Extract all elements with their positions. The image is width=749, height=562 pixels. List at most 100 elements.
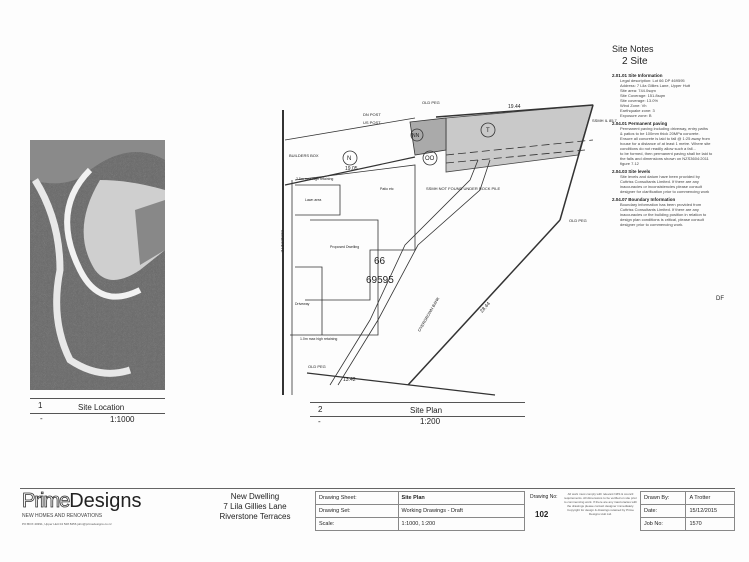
dimension-lot-n: 19.05: [345, 166, 358, 172]
drawing-no-value: 102: [535, 510, 549, 519]
us-post-label: US POST: [363, 120, 381, 125]
lot-nn-label: NN: [412, 133, 420, 139]
old-peg-label: OLD PEG: [569, 218, 587, 223]
scale-value: 1:1000, 1:200: [397, 517, 526, 531]
drawing-set-label: Drawing Set:: [315, 504, 399, 518]
date-label: Date:: [639, 504, 687, 518]
dp-number: 69595: [366, 275, 394, 286]
site-note-line: Permanent paving including driveway, ent…: [620, 126, 708, 131]
drawn-by-table: Drawn By:A Trotter Date:15/12/2015 Job N…: [639, 491, 735, 531]
logo-prime: Prime: [22, 490, 71, 513]
site-note-line: Legal description: Lot 66 DP 469595: [620, 78, 685, 83]
site-notes: Site Notes 2 Site 2.01.01 Site Informati…: [612, 44, 742, 230]
job-no-label: Job No:: [639, 517, 687, 531]
site-location-title-line: [30, 398, 165, 399]
site-location-title: Site Location: [78, 403, 125, 412]
site-plan-drawing: N NN OO T 66 69595 Proposed Dwelling Dri…: [280, 100, 724, 396]
project-title: New Dwelling: [230, 492, 280, 501]
site-note-heading: 2.01.01 Site Information: [612, 73, 663, 78]
site-location-marker: -: [40, 414, 43, 423]
site-note-line: Site Coverage: 151.8sqm: [620, 93, 666, 98]
road-label: CONCRETE: [280, 230, 285, 253]
df-label: DF: [716, 296, 724, 302]
ssmh-label: SSMH NOT FOUND UNDER ROCK PILE: [426, 186, 500, 191]
disclaimer-text: All work must comply with relevant NZS &…: [563, 492, 638, 516]
dimension-diagonal: 28.44: [479, 301, 492, 314]
dimension-bottom: 13.42: [343, 377, 356, 383]
site-note-line: inaccuracies or the building position in…: [620, 212, 707, 217]
site-note-heading: 2.04.01 Permanent paving: [612, 121, 668, 126]
drawing-set-value: Working Drawings - Draft: [397, 504, 526, 518]
site-plan-divider: [310, 416, 525, 417]
site-note-line: Site area: 744.0sqm: [620, 88, 656, 93]
title-block-top-line: [20, 488, 735, 489]
site-note-line: Site levels and datum have been provided…: [620, 174, 700, 179]
date-value: 15/12/2015: [685, 504, 735, 518]
driveway-label: Driveway: [295, 302, 310, 306]
site-note-line: to be formed, then permanent paving shal…: [620, 151, 713, 156]
logo-designs: Designs: [69, 490, 142, 512]
site-plan-scale: 1:200: [420, 417, 441, 426]
site-note-line: designer for clarification prior to comm…: [620, 189, 710, 194]
company-logo: PrimeDesigns NEW HOMES AND RENOVATIONS P…: [22, 490, 182, 526]
lawn-area-label: Lawn area: [305, 198, 321, 202]
site-note-line: Wind Zone: Vh: [620, 103, 647, 108]
patio-label: Patio etc: [380, 187, 394, 191]
site-plan-title-line: [310, 402, 525, 403]
site-note-line: Address: 7 Lila Gillies Lane, Upper Hutt: [620, 83, 691, 88]
drawn-by-label: Drawn By:: [639, 491, 687, 505]
site-note-line: Cuttriss Consultants Limited. If there a…: [620, 179, 699, 184]
site-note-line: designer prior to commencing work.: [620, 222, 684, 227]
logo-tagline: NEW HOMES AND RENOVATIONS: [22, 513, 103, 519]
site-note-line: figure 7.12: [620, 161, 639, 166]
site-notes-title: Site Notes: [612, 44, 654, 54]
proposed-dwelling-label: Proposed Dwelling: [330, 245, 359, 249]
old-peg-label: OLD PEG: [308, 364, 326, 369]
lot-oo-label: OO: [425, 156, 435, 162]
site-note-heading: 2.04.07 Boundary Information: [612, 197, 676, 202]
lot-n-label: N: [347, 156, 351, 162]
site-note-line: Exposure zone: B: [620, 113, 652, 118]
drawn-by-value: A Trotter: [685, 491, 735, 505]
site-notes-subtitle: 2 Site: [622, 56, 648, 67]
overgrown-bank-label: OVERGROWN BANK: [417, 296, 441, 333]
ssmh-il-label: SSMH IL 85.7: [592, 118, 618, 123]
aerial-photo: [30, 140, 165, 390]
dimension-top: 19.44: [508, 104, 521, 110]
dn-post-label: DN POST: [363, 112, 381, 117]
site-note-line: conditions do not readily allow such a f…: [620, 146, 696, 151]
scale-label: Scale:: [315, 517, 399, 531]
project-subdivision: Riverstone Terraces: [219, 512, 291, 521]
drawing-sheet-label: Drawing Sheet:: [315, 491, 399, 505]
site-note-line: design plan conditions is critical, plea…: [620, 217, 704, 222]
project-address: 7 Lila Gillies Lane: [223, 502, 287, 511]
site-note-line: the falls and dimensions shown on NZS360…: [620, 156, 709, 161]
site-location-divider: [30, 413, 165, 414]
drawing-info-table: Drawing Sheet:Site Plan Drawing Set:Work…: [315, 491, 526, 531]
site-location-number: 1: [38, 401, 43, 410]
logo-contact: PO BOX 40391, Upper Hutt 04 528 8456 joh…: [22, 522, 112, 526]
lot-number: 66: [374, 256, 386, 267]
retaining-label: 2.5m max high retaining: [296, 177, 333, 181]
project-info: New Dwelling 7 Lila Gillies Lane Riverst…: [195, 492, 315, 522]
site-note-line: house for a distance of at least 1 metre…: [620, 141, 711, 146]
drawing-no-label: Drawing No:: [530, 494, 558, 500]
old-peg-label: OLD PEG: [422, 100, 440, 105]
site-note-line: Site coverage: 13.0%: [620, 98, 659, 103]
site-note-line: inaccuracies or inconsistencies please c…: [620, 184, 702, 189]
site-plan-number: 2: [318, 405, 323, 414]
site-note-line: Cuttriss Consultants Limited. If there a…: [620, 207, 699, 212]
retaining-label: 1.0m max high retaining: [300, 337, 337, 341]
site-note-line: Earthquake zone: 3: [620, 108, 655, 113]
site-plan-title: Site Plan: [410, 406, 443, 415]
lot-t-label: T: [486, 128, 490, 134]
site-note-line: & patios to be 100mm thick 20MPa concret…: [620, 131, 700, 136]
drawing-sheet-value: Site Plan: [397, 491, 526, 505]
site-note-line: Ensure all concrete is laid to fall @ 1:…: [620, 136, 710, 141]
site-note-heading: 2.04.03 Site levels: [612, 169, 651, 174]
